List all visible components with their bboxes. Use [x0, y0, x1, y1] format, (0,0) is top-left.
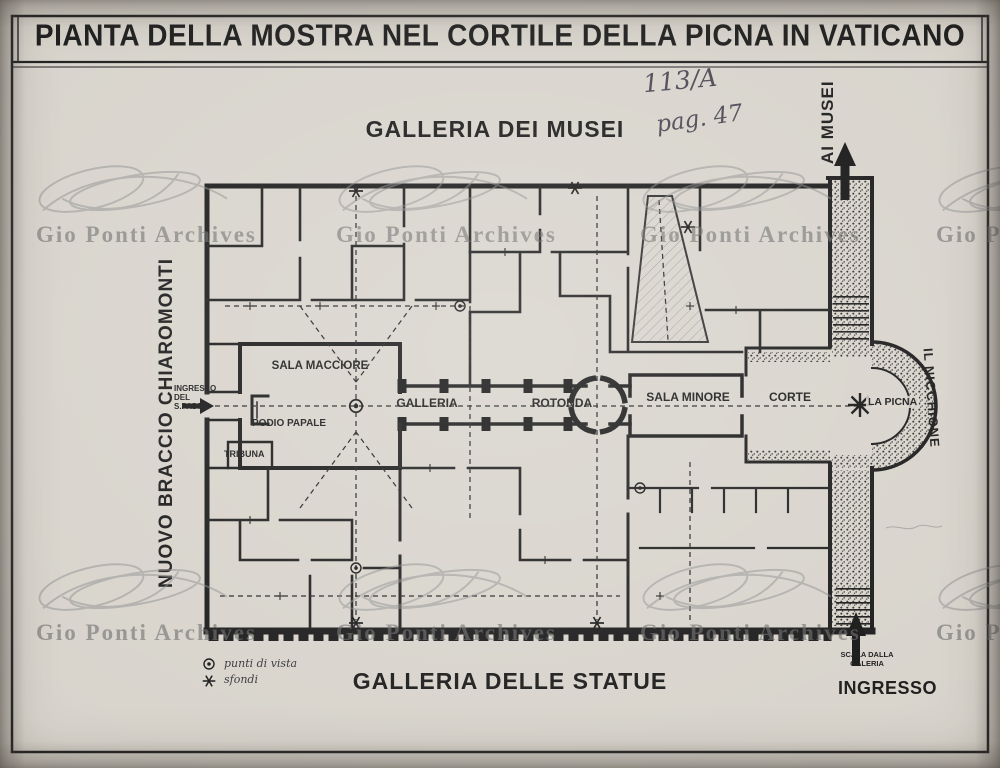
sheet-frame [10, 14, 990, 754]
label-galleria-dei-musei: GALLERIA DEI MUSEI [365, 116, 625, 142]
pencil-note-squiggle [885, 524, 943, 530]
stairs [833, 296, 870, 626]
label-corte-text: CORTE [767, 390, 813, 404]
plan-title: PIANTA DELLA MOSTRA NEL CORTILE DELLA PI… [34, 18, 966, 53]
label-ingresso: INGRESSO [838, 678, 938, 698]
watermark-flourish [34, 558, 228, 620]
watermark-text: Gio Ponti Archives [640, 620, 861, 645]
legend-punti-di-vista: punti di vista [224, 657, 298, 670]
label-sala-minore: SALA MINORE [646, 390, 730, 404]
label-la-pigna-text: LA PICNA [866, 396, 920, 408]
masonry-stipple [748, 180, 936, 626]
label-galleria: GALLERIA [396, 396, 458, 410]
watermark-flourish [638, 558, 832, 620]
main-rooms [205, 342, 832, 470]
watermark-text: Gio Ponti Archives [640, 222, 861, 247]
watermark-text: Gio Ponti Archives [336, 222, 557, 247]
label-tribuna: TRIBUNA [224, 449, 265, 459]
label-ai-musei: AI MUSEI [818, 80, 837, 164]
label-nuovo-braccio-chiaromonti: NUOVO BRACCIO CHIAROMONTI [156, 257, 177, 588]
watermark-flourish [334, 160, 528, 222]
watermark-flourish [934, 160, 1000, 222]
corridor-piers [397, 379, 573, 431]
outer-walls [203, 176, 938, 641]
label-corte: CORTE [762, 390, 818, 405]
label-rotonda: ROTONDA [531, 396, 593, 410]
watermark-text: Gio Ponti Archives [936, 222, 1000, 247]
label-sala-maggiore: SALA MACCIORE [271, 360, 369, 372]
legend-symbols [201, 658, 217, 688]
watermark-text: Gio Ponti Archives [36, 222, 257, 247]
watermark-flourish [934, 558, 1000, 620]
watermark-flourish [34, 160, 228, 222]
label-scala-dalla-galleria: SCALA DALLA GALERIA [840, 650, 894, 668]
watermark-text: Gio Ponti Archives [936, 620, 1000, 645]
watermark-flourish [334, 558, 528, 620]
entrance-arrows [182, 142, 866, 666]
watermark-text: Gio Ponti Archives [336, 620, 557, 645]
label-galleria-delle-statue: GALLERIA DELLE STATUE [352, 668, 668, 694]
watermark-flourish [638, 160, 832, 222]
watermark-text: Gio Ponti Archives [36, 620, 257, 645]
label-la-pigna: LA PICNA [866, 396, 920, 408]
label-ingresso-del-s-padre: INGRESSO DEL S.PADRE [174, 384, 217, 412]
label-podio-papale: PODIO PAPALE [252, 418, 327, 429]
legend-sfondi: sfondi [224, 673, 258, 686]
